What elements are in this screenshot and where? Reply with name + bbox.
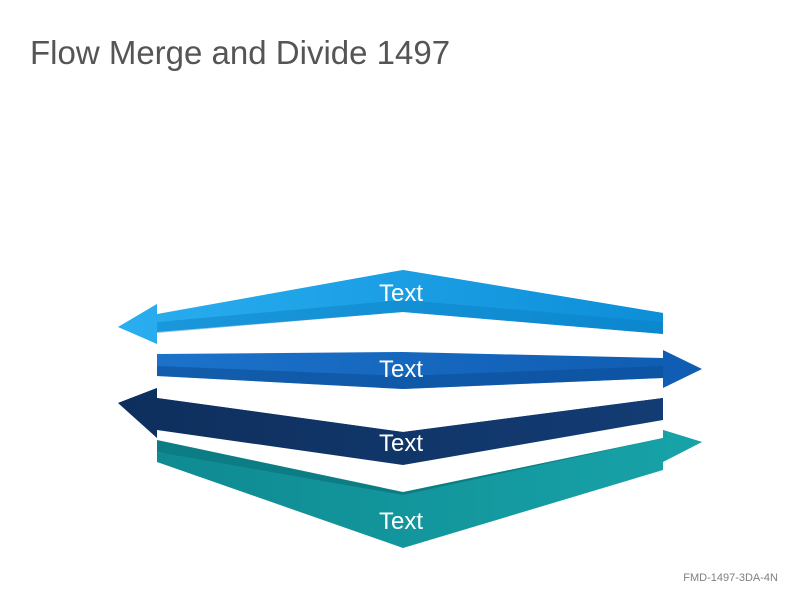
slide-code: FMD-1497-3DA-4N: [683, 572, 778, 584]
flow-arrow-1-body: [118, 270, 663, 344]
flow-arrow-2: Text: [157, 350, 702, 389]
flow-arrow-2-underside: [157, 366, 663, 389]
flow-arrow-4: Text: [157, 430, 702, 548]
flow-arrow-1-underside: [157, 300, 663, 334]
flow-arrow-1-label: Text: [379, 280, 423, 307]
flow-arrow-4-body: [157, 430, 702, 548]
flow-arrow-3-label: Text: [379, 430, 423, 457]
flow-arrow-1: Text: [118, 270, 663, 344]
slide-title: Flow Merge and Divide 1497: [30, 34, 451, 71]
flow-arrow-3: Text: [118, 388, 663, 465]
flow-arrow-4-label: Text: [379, 508, 423, 535]
flow-arrow-3-body: [118, 388, 663, 465]
flow-arrow-2-label: Text: [379, 356, 423, 383]
